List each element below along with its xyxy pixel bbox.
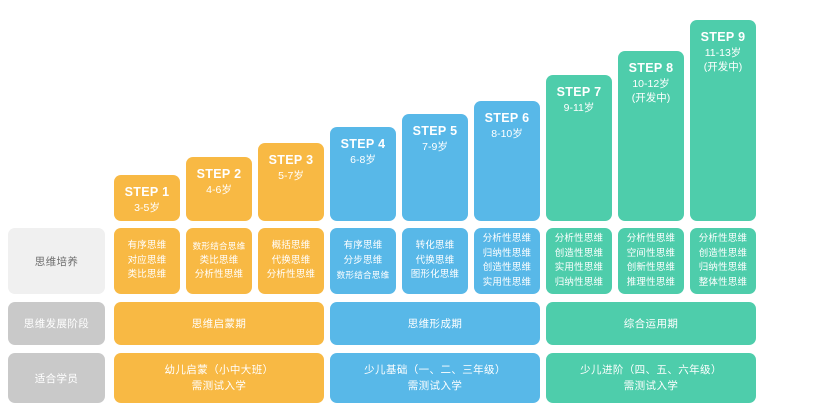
audience-cell-subtitle: 需测试入学 — [407, 380, 463, 392]
stage-cell-text: 思维形成期 — [407, 317, 463, 330]
step-title: STEP 1 — [124, 185, 170, 199]
row-label-text: 适合学员 — [34, 372, 79, 385]
skill-cell-step-1: 有序思维对应思维类比思维 — [114, 228, 180, 294]
step-age-range: 3-5岁 — [134, 202, 160, 214]
skill-cell-step-8: 分析性思维空间性思维创新性思维推理性思维 — [618, 228, 684, 294]
skill-line: 创新性思维 — [626, 262, 676, 273]
step-title: STEP 4 — [340, 137, 386, 151]
skill-line: 创造性思维 — [554, 247, 604, 259]
row-label-target-audience: 适合学员 — [8, 353, 105, 403]
skill-line: 分析性思维 — [698, 233, 748, 244]
step-age-range: 10-12岁 — [632, 78, 670, 90]
step-age-range: 9-11岁 — [563, 102, 595, 114]
step-status-note: (开发中) — [631, 92, 671, 104]
skill-line: 概括思维 — [271, 240, 311, 252]
step-age-range: 6-8岁 — [350, 154, 376, 166]
skill-cell-step-3: 概括思维代换思维分析性思维 — [258, 228, 324, 294]
skill-line: 空间性思维 — [626, 247, 676, 259]
skill-cell-step-6: 分析性思维归纳性思维创造性思维实用性思维 — [474, 228, 540, 294]
stage-cell-1: 思维启蒙期 — [114, 302, 324, 345]
audience-cell-2: 少儿基础（一、二、三年级） 需测试入学 — [330, 353, 540, 403]
step-title: STEP 7 — [556, 85, 602, 99]
skill-cell-step-9: 分析性思维创造性思维归纳性思维整体性思维 — [690, 228, 756, 294]
step-age-range: 4-6岁 — [206, 184, 232, 196]
skill-line: 有序思维 — [343, 240, 383, 252]
audience-cell-3: 少儿进阶（四、五、六年级） 需测试入学 — [546, 353, 756, 403]
skill-line: 代换思维 — [271, 254, 311, 266]
audience-cell-title: 少儿进阶（四、五、六年级） — [580, 364, 722, 376]
skill-cell-step-7: 分析性思维创造性思维实用性思维归纳性思维 — [546, 228, 612, 294]
step-bar-6[interactable]: STEP 6 8-10岁 — [474, 101, 540, 221]
stage-cell-text: 综合运用期 — [623, 317, 679, 330]
skill-line: 数形结合思维 — [192, 241, 246, 252]
stage-cell-text: 思维启蒙期 — [191, 317, 247, 330]
step-status-note: (开发中) — [703, 61, 743, 73]
step-bar-9[interactable]: STEP 9 11-13岁 (开发中) — [690, 20, 756, 221]
step-title: STEP 6 — [484, 111, 530, 125]
skill-line: 推理性思维 — [626, 276, 676, 288]
audience-cell-subtitle: 需测试入学 — [191, 380, 247, 392]
step-bar-2[interactable]: STEP 2 4-6岁 — [186, 157, 252, 221]
step-bar-3[interactable]: STEP 3 5-7岁 — [258, 143, 324, 221]
step-bar-1[interactable]: STEP 1 3-5岁 — [114, 175, 180, 221]
skill-line: 分析性思维 — [266, 269, 316, 281]
step-title: STEP 2 — [196, 167, 242, 181]
skill-line: 数形结合思维 — [336, 270, 390, 281]
stage-cell-3: 综合运用期 — [546, 302, 756, 345]
skill-line: 归纳性思维 — [554, 276, 604, 288]
skill-line: 对应思维 — [127, 254, 167, 266]
skill-line: 转化思维 — [415, 240, 455, 252]
step-bar-4[interactable]: STEP 4 6-8岁 — [330, 127, 396, 221]
step-title: STEP 9 — [700, 30, 746, 44]
skill-line: 实用性思维 — [482, 276, 532, 288]
step-age-range: 7-9岁 — [422, 141, 448, 153]
skill-line: 有序思维 — [127, 240, 167, 252]
skill-line: 代换思维 — [415, 254, 455, 266]
skill-line: 创造性思维 — [482, 262, 532, 273]
step-bar-8[interactable]: STEP 8 10-12岁 (开发中) — [618, 51, 684, 221]
skill-line: 归纳性思维 — [698, 262, 748, 273]
skill-line: 归纳性思维 — [482, 247, 532, 259]
step-age-range: 5-7岁 — [278, 170, 304, 182]
row-label-text: 思维培养 — [34, 255, 79, 268]
skill-line: 整体性思维 — [698, 276, 748, 288]
skill-line: 创造性思维 — [698, 247, 748, 259]
audience-cell-title: 少儿基础（一、二、三年级） — [364, 364, 506, 376]
step-title: STEP 8 — [628, 61, 674, 75]
skill-cell-step-5: 转化思维代换思维图形化思维 — [402, 228, 468, 294]
skill-line: 分步思维 — [343, 254, 383, 266]
row-label-development-stage: 思维发展阶段 — [8, 302, 105, 345]
step-age-range: 11-13岁 — [704, 47, 742, 59]
skill-line: 分析性思维 — [194, 269, 244, 281]
skill-cell-step-4: 有序思维分步思维数形结合思维 — [330, 228, 396, 294]
skill-line: 分析性思维 — [482, 233, 532, 244]
step-title: STEP 3 — [268, 153, 314, 167]
skill-line: 分析性思维 — [554, 233, 604, 244]
skill-line: 类比思维 — [199, 254, 239, 266]
audience-cell-1: 幼儿启蒙（小中大班） 需测试入学 — [114, 353, 324, 403]
step-age-range: 8-10岁 — [491, 128, 523, 140]
stage-cell-2: 思维形成期 — [330, 302, 540, 345]
skill-line: 图形化思维 — [410, 269, 460, 281]
skill-line: 类比思维 — [127, 269, 167, 281]
row-label-thinking-training: 思维培养 — [8, 228, 105, 294]
step-bar-5[interactable]: STEP 5 7-9岁 — [402, 114, 468, 221]
skill-line: 分析性思维 — [626, 233, 676, 244]
audience-cell-subtitle: 需测试入学 — [623, 380, 679, 392]
row-label-text: 思维发展阶段 — [23, 318, 90, 330]
step-title: STEP 5 — [412, 124, 458, 138]
audience-cell-title: 幼儿启蒙（小中大班） — [164, 364, 274, 376]
skill-cell-step-2: 数形结合思维类比思维分析性思维 — [186, 228, 252, 294]
step-bar-7[interactable]: STEP 7 9-11岁 — [546, 75, 612, 221]
skill-line: 实用性思维 — [554, 262, 604, 273]
